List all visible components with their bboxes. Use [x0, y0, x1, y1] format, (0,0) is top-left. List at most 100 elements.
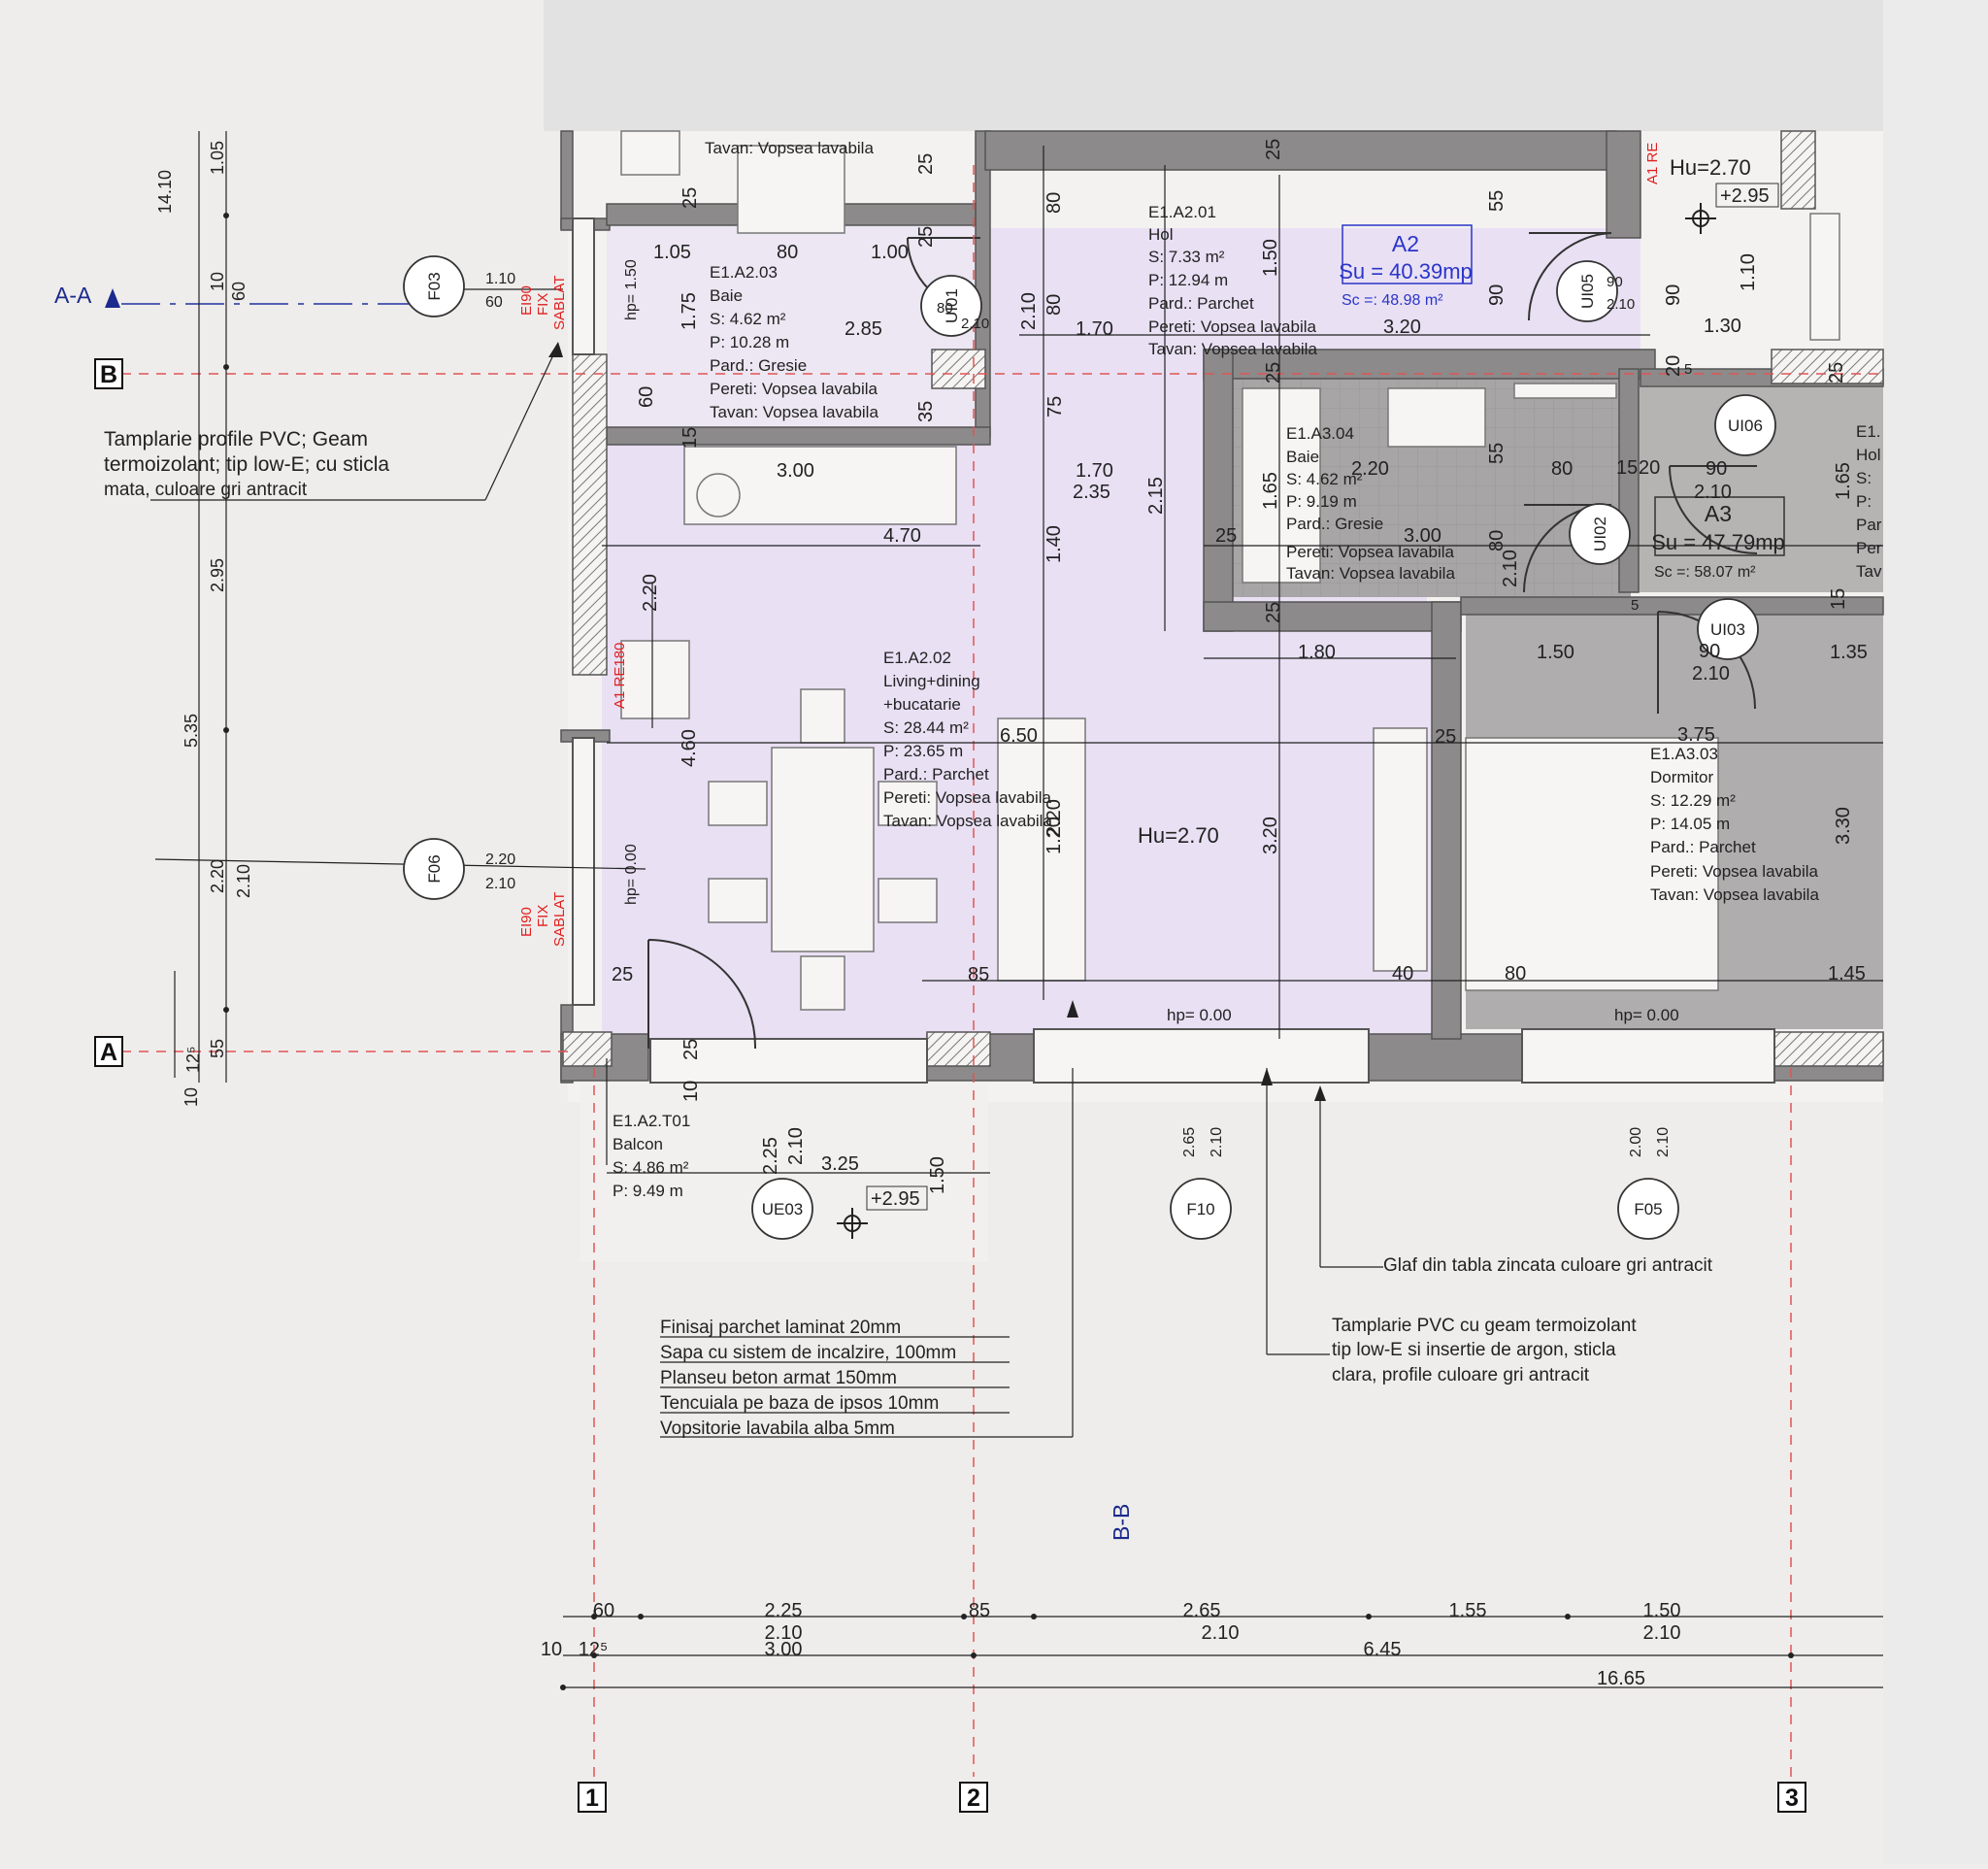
room-baie2: E1.A3.04 Baie S: 4.62 m² P: 9.19 m Pard.… [1286, 424, 1455, 583]
svg-text:35: 35 [915, 401, 937, 422]
scan-shadow-top [544, 0, 1988, 131]
room-labels: E1.A2.01 Hol S: 7.33 m² P: 12.94 m Pard.… [613, 139, 1882, 1200]
tag-ui05: UI05 [1578, 274, 1597, 309]
note-pvc-left-2: termoizolant; tip low-E; cu sticla [104, 453, 389, 476]
tag-f05: F05 [1634, 1200, 1662, 1218]
svg-text:Tav: Tav [1856, 562, 1882, 581]
svg-text:15: 15 [1616, 457, 1638, 479]
svg-text:A1 RE: A1 RE [1644, 143, 1661, 184]
svg-text:3.00: 3.00 [777, 460, 814, 482]
section-label-bb: B-B [1109, 1504, 1134, 1541]
svg-text:25: 25 [915, 226, 937, 248]
height-labels: Hu=2.70 Hu=2.70 +2.95 +2.95 hp= 0.00 hp=… [623, 155, 1779, 1211]
note-pvc-right-1: Tamplarie PVC cu geam termoizolant [1332, 1316, 1637, 1336]
apartment-sc-a2: Sc =: 48.98 m² [1342, 292, 1443, 309]
svg-text:Par: Par [1856, 516, 1882, 534]
hp-left-1: hp= 1.50 [623, 259, 640, 320]
svg-text:S:: S: [1856, 469, 1872, 487]
svg-text:25: 25 [1826, 362, 1847, 384]
f10-dim-b: 2.10 [1209, 1127, 1225, 1157]
svg-text:P: 9.49 m: P: 9.49 m [613, 1182, 683, 1200]
svg-text:80: 80 [777, 242, 798, 263]
svg-text:6.45: 6.45 [1364, 1639, 1402, 1660]
svg-text:90: 90 [1699, 641, 1720, 662]
svg-text:85: 85 [969, 1600, 990, 1621]
svg-text:2.10: 2.10 [1018, 292, 1040, 330]
svg-text:3.20: 3.20 [1383, 317, 1421, 338]
apartment-name-a2: A2 [1392, 231, 1419, 256]
svg-text:3.20: 3.20 [1260, 817, 1281, 854]
room-hol-right: E1. Hol S: P: Par Per Tav [1856, 422, 1882, 581]
svg-text:Tavan: Vopsea lavabila: Tavan: Vopsea lavabila [883, 812, 1052, 830]
apartment-name-a3: A3 [1705, 501, 1732, 526]
svg-text:Pereti: Vopsea lavabila: Pereti: Vopsea lavabila [883, 788, 1051, 807]
svg-text:E1.A2.03: E1.A2.03 [710, 263, 778, 282]
svg-text:75: 75 [1044, 396, 1066, 417]
layer-3: Planseu beton armat 150mm [660, 1368, 897, 1388]
svg-text:1.05: 1.05 [653, 242, 691, 263]
f10-dim-a: 2.65 [1181, 1127, 1198, 1157]
level-markers [837, 203, 1716, 1239]
grid-lines [121, 165, 1883, 1777]
svg-text:2.20: 2.20 [1351, 458, 1389, 480]
svg-text:1.35: 1.35 [1830, 642, 1868, 663]
hatched-walls [562, 130, 1884, 1067]
svg-text:2.20: 2.20 [1044, 799, 1065, 837]
svg-text:2.85: 2.85 [845, 318, 882, 340]
svg-text:2.10: 2.10 [234, 864, 253, 898]
svg-text:1.00: 1.00 [871, 242, 909, 263]
svg-text:1.70: 1.70 [1076, 460, 1113, 482]
svg-text:S: 4.62 m²: S: 4.62 m² [710, 310, 786, 328]
svg-text:Pard.: Parchet: Pard.: Parchet [1650, 838, 1756, 856]
svg-text:S: 4.62 m²: S: 4.62 m² [1286, 470, 1363, 488]
svg-text:2.10: 2.10 [1202, 1622, 1240, 1644]
svg-text:P: 9.19 m: P: 9.19 m [1286, 492, 1357, 511]
svg-text:2.10: 2.10 [765, 1622, 803, 1644]
svg-text:1.65: 1.65 [1833, 462, 1854, 500]
layer-underlines [660, 1336, 1010, 1414]
svg-text:Per: Per [1856, 539, 1882, 557]
svg-text:80: 80 [1505, 963, 1526, 985]
svg-text:1.70: 1.70 [1076, 318, 1113, 340]
svg-text:25: 25 [915, 153, 937, 175]
svg-text:2.10: 2.10 [1692, 663, 1730, 684]
svg-text:2.10: 2.10 [1500, 550, 1521, 587]
tag-f06: F06 [425, 854, 444, 883]
svg-text:15: 15 [679, 427, 701, 449]
level-top: +2.95 [1720, 185, 1770, 207]
svg-text:1.20: 1.20 [1044, 817, 1065, 854]
svg-text:10: 10 [680, 1081, 702, 1102]
svg-text:2.65: 2.65 [1183, 1600, 1221, 1621]
apartment-su-a3: Su = 47.79mp [1651, 530, 1785, 554]
svg-text:2.35: 2.35 [1073, 482, 1110, 503]
apartment-box-a2 [1342, 224, 1473, 284]
bottom-dimensions: 60 2.25 85 2.65 1.55 1.50 2.10 2.10 2.10… [541, 1600, 1681, 1689]
svg-text:14.10: 14.10 [155, 170, 175, 214]
svg-text:1.40: 1.40 [1044, 525, 1065, 563]
interior-dimensions: 1.05 80 1.00 2.85 1.75 60 25 35 15 3.00 … [612, 139, 1868, 1194]
layer-5: Vopsitorie lavabila alba 5mm [660, 1418, 895, 1439]
svg-text:55: 55 [1486, 190, 1508, 212]
svg-text:15: 15 [1828, 588, 1849, 610]
room-hol-area: S: 7.33 m² [1148, 248, 1225, 266]
note-pvc-left-3: mata, culoare gri antracit [104, 480, 308, 500]
svg-text:Tavan: Vopsea lavabila: Tavan: Vopsea lavabila [710, 403, 878, 421]
hol-floor [985, 228, 1640, 350]
svg-text:P:: P: [1856, 492, 1872, 511]
svg-text:5.35: 5.35 [182, 714, 201, 748]
svg-text:60: 60 [636, 386, 657, 408]
svg-text:2.10: 2.10 [785, 1127, 807, 1165]
dimension-ticks [223, 213, 1794, 1690]
apartment-su-a2: Su = 40.39mp [1339, 259, 1473, 284]
f06-dim-b: 2.10 [485, 876, 515, 892]
hp-bottom-2: hp= 0.00 [1614, 1006, 1679, 1024]
svg-text:90: 90 [1663, 284, 1684, 306]
svg-text:6.50: 6.50 [1000, 725, 1038, 747]
svg-text:1.65: 1.65 [1260, 472, 1281, 510]
svg-text:12⁵: 12⁵ [579, 1639, 609, 1660]
svg-text:80: 80 [1044, 294, 1065, 316]
svg-text:FIX: FIX [535, 905, 551, 927]
svg-text:10: 10 [182, 1087, 201, 1107]
svg-text:Living+dining: Living+dining [883, 672, 980, 690]
